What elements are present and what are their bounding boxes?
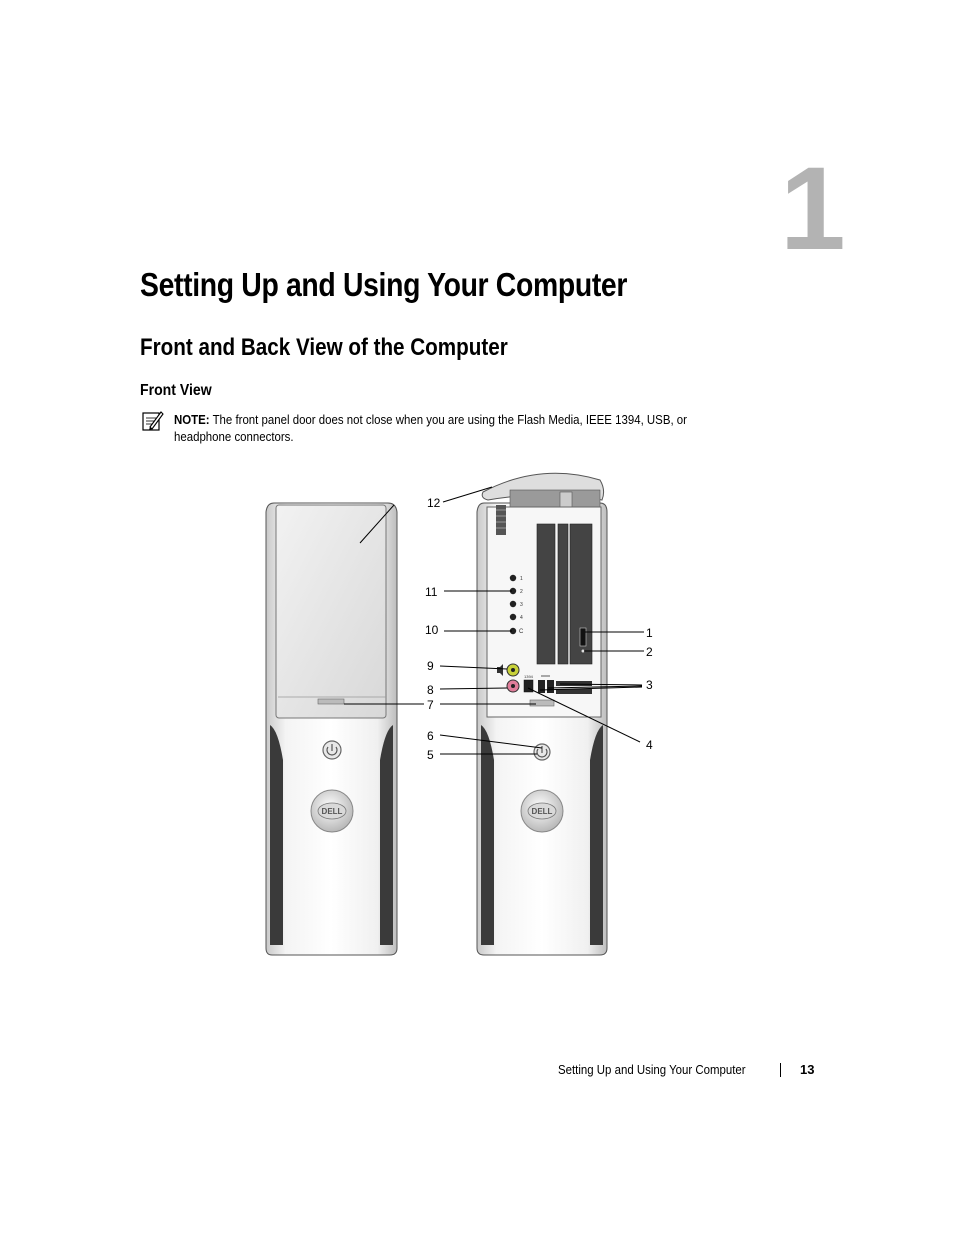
tower-door-closed: DELL (265, 502, 398, 956)
footer-chapter-title: Setting Up and Using Your Computer (558, 1062, 746, 1077)
callout-2: 2 (646, 645, 653, 659)
led-label-1: 1 (520, 576, 523, 582)
page-number: 13 (800, 1062, 815, 1077)
led-label-2: 2 (520, 589, 523, 595)
callout-12: 12 (427, 496, 441, 510)
subsection-heading: Front View (140, 382, 212, 399)
callout-11: 11 (425, 585, 438, 599)
callout-8: 8 (427, 683, 434, 697)
callout-1: 1 (646, 626, 653, 640)
port-label-1394: 1394 (524, 674, 534, 679)
dell-logo-left: DELL (322, 807, 343, 816)
note-text: NOTE: The front panel door does not clos… (174, 411, 720, 445)
callout-leader-lines (344, 486, 644, 755)
section-heading: Front and Back View of the Computer (140, 334, 508, 361)
tower-door-open: 1 2 3 4 C 1394 DELL (476, 472, 608, 956)
footer-divider (780, 1063, 781, 1077)
led-label-4: 4 (520, 615, 523, 621)
callout-7: 7 (427, 698, 434, 712)
led-label-3: 3 (520, 602, 523, 608)
page-title: Setting Up and Using Your Computer (140, 266, 628, 303)
note-pencil-icon (142, 411, 164, 431)
callout-5: 5 (427, 748, 434, 762)
computer-front-view-figure: DELL 1 2 3 4 C 1394 (265, 472, 653, 956)
callout-3: 3 (646, 678, 653, 692)
callout-6: 6 (427, 729, 434, 743)
note-body: The front panel door does not close when… (174, 412, 687, 444)
led-label-c: C (519, 629, 524, 635)
note-label: NOTE: (174, 412, 210, 427)
callout-4: 4 (646, 738, 653, 752)
chapter-number: 1 (780, 143, 846, 275)
callout-9: 9 (427, 659, 434, 673)
dell-logo-right: DELL (532, 807, 553, 816)
callout-10: 10 (425, 623, 439, 637)
